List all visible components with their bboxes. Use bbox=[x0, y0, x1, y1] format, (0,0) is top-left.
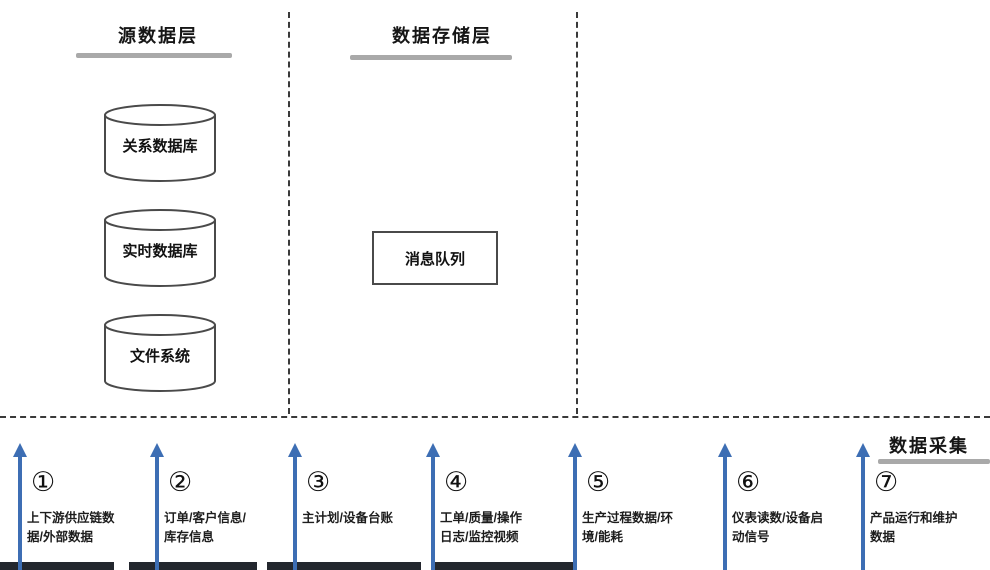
collection-channel: ⑤ 生产过程数据/环境/能耗 bbox=[568, 443, 702, 570]
collection-channel: ⑦ 产品运行和维护数据 bbox=[856, 443, 990, 570]
channel-label: 产品运行和维护数据 bbox=[870, 511, 958, 544]
channel-number: ① bbox=[31, 467, 56, 497]
collection-title-underline bbox=[878, 459, 990, 464]
source-title-underline bbox=[76, 53, 232, 58]
channel-label: 主计划/设备台账 bbox=[302, 511, 393, 525]
arrow-head bbox=[13, 443, 27, 457]
column-divider-dashed-line bbox=[288, 12, 290, 414]
source-layer-title: 源数据层 bbox=[118, 26, 198, 46]
arrow-stem bbox=[861, 455, 865, 570]
channel-label: 仪表读数/设备启动信号 bbox=[732, 511, 823, 544]
bottom-system-bar bbox=[267, 562, 421, 570]
channel-number: ② bbox=[168, 467, 193, 497]
collection-channel: ③ 主计划/设备台账 bbox=[288, 443, 422, 570]
channel-number: ⑦ bbox=[874, 467, 899, 497]
database-cylinder-icon: 文件系统 bbox=[100, 312, 220, 396]
arrow-head bbox=[288, 443, 302, 457]
arrow-head bbox=[568, 443, 582, 457]
channel-number: ⑥ bbox=[736, 467, 761, 497]
database-label: 实时数据库 bbox=[122, 243, 198, 260]
storage-title-underline bbox=[350, 55, 512, 60]
channel-label: 上下游供应链数据/外部数据 bbox=[27, 511, 115, 544]
bottom-system-bar bbox=[0, 562, 114, 570]
arrow-stem bbox=[431, 455, 435, 570]
storage-layer-title: 数据存储层 bbox=[392, 26, 492, 46]
arrow-head bbox=[426, 443, 440, 457]
channel-label: 工单/质量/操作日志/监控视频 bbox=[440, 511, 522, 544]
arrow-stem bbox=[723, 455, 727, 570]
cylinder-shape bbox=[104, 314, 216, 392]
collection-channel: ① 上下游供应链数据/外部数据 bbox=[13, 443, 147, 570]
arrow-stem bbox=[18, 455, 22, 570]
bottom-system-bar bbox=[431, 562, 577, 570]
column-divider-dashed-line bbox=[576, 12, 578, 414]
layer-divider-dashed-line bbox=[0, 416, 990, 418]
arrow-head bbox=[150, 443, 164, 457]
arrow-stem bbox=[293, 455, 297, 570]
arrow-stem bbox=[573, 455, 577, 570]
arrow-head bbox=[718, 443, 732, 457]
bottom-system-bar bbox=[129, 562, 257, 570]
channel-number: ⑤ bbox=[586, 467, 611, 497]
cylinder-shape bbox=[104, 209, 216, 287]
database-label: 文件系统 bbox=[129, 348, 190, 365]
database-cylinder-icon: 实时数据库 bbox=[100, 207, 220, 291]
message-queue-box: 消息队列 bbox=[372, 231, 498, 285]
database-label: 关系数据库 bbox=[122, 138, 198, 155]
channel-label: 生产过程数据/环境/能耗 bbox=[582, 511, 673, 544]
channel-number: ④ bbox=[444, 467, 469, 497]
channel-number: ③ bbox=[306, 467, 331, 497]
arrow-stem bbox=[155, 455, 159, 570]
collection-layer-title: 数据采集 bbox=[889, 436, 969, 456]
arrow-head bbox=[856, 443, 870, 457]
cylinder-shape bbox=[104, 104, 216, 182]
collection-channel: ④ 工单/质量/操作日志/监控视频 bbox=[426, 443, 560, 570]
channel-label: 订单/客户信息/库存信息 bbox=[164, 511, 246, 544]
database-cylinder-icon: 关系数据库 bbox=[100, 102, 220, 186]
collection-channel: ② 订单/客户信息/库存信息 bbox=[150, 443, 284, 570]
collection-channel: ⑥ 仪表读数/设备启动信号 bbox=[718, 443, 852, 570]
